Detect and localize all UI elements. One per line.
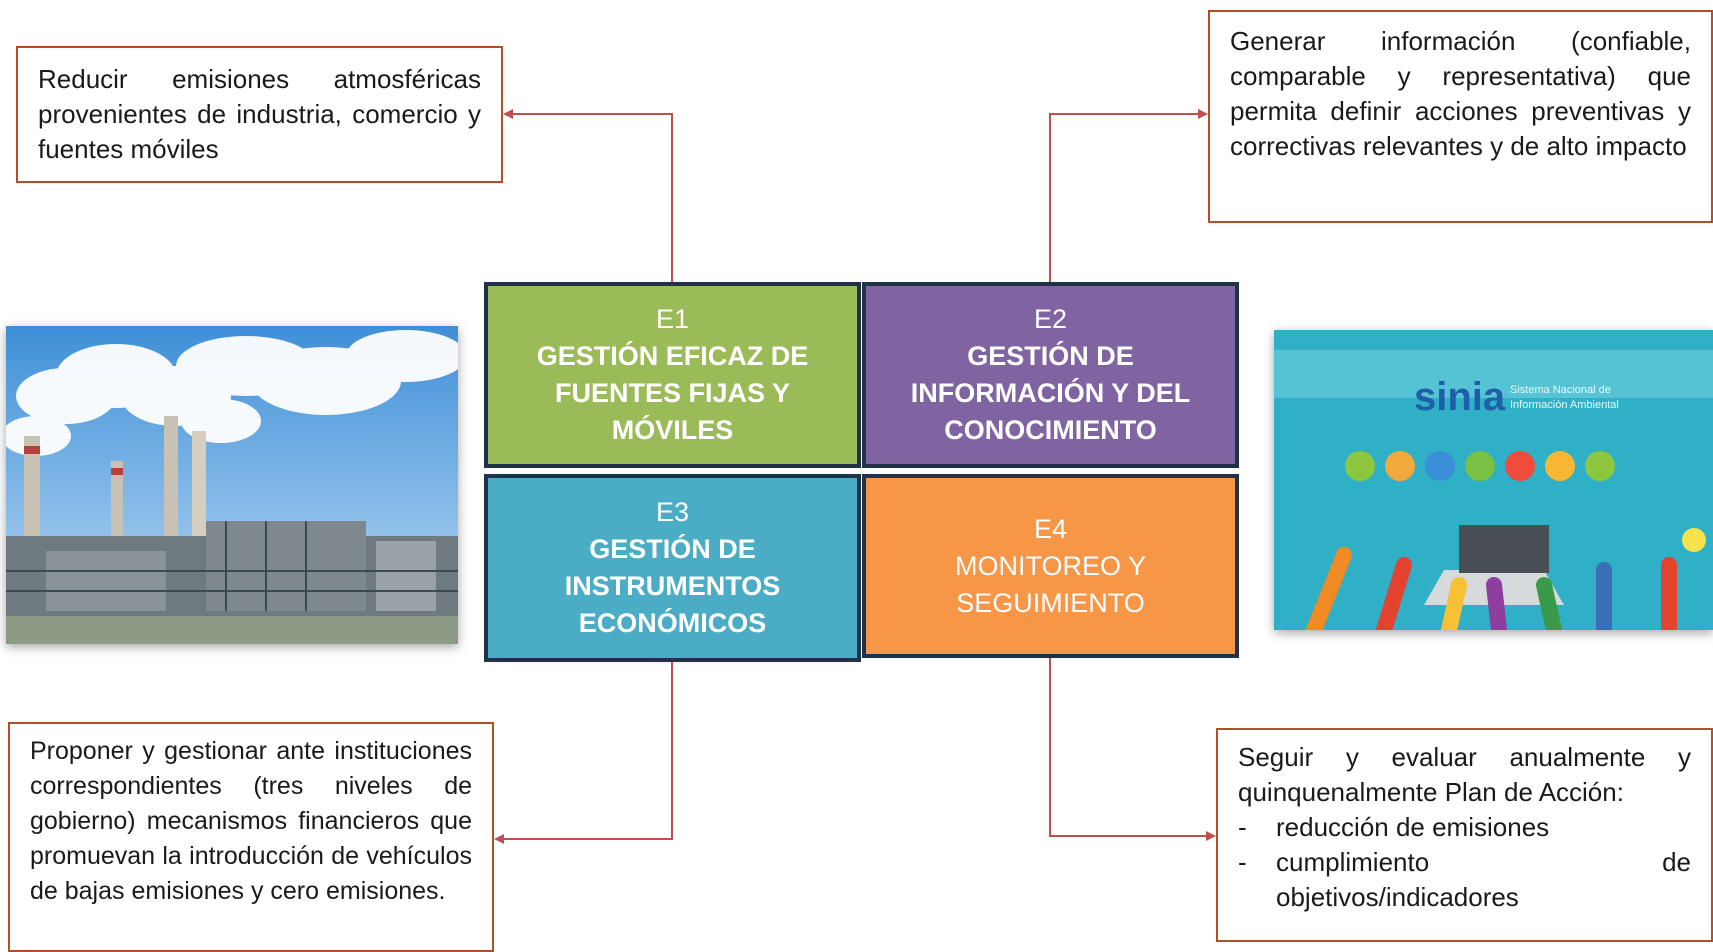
sinia-image: sinia Sistema Nacional de Información Am… xyxy=(1274,330,1713,630)
sinia-tagline-1: Sistema Nacional de xyxy=(1510,384,1611,396)
note-e4-intro: Seguir y evaluar anualmente y quinquenal… xyxy=(1238,742,1691,807)
quadrant-e3-code: E3 xyxy=(655,497,690,527)
quadrant-e2-title: GESTIÓN DE INFORMACIÓN Y DEL CONOCIMIENT… xyxy=(910,341,1191,445)
note-e2-text: Generar información (confiable, comparab… xyxy=(1230,26,1691,161)
note-e4-list: reducción de emisiones cumplimiento de o… xyxy=(1238,810,1691,915)
quadrant-e4-title: MONITOREO Y SEGUIMIENTO xyxy=(954,550,1147,618)
quadrant-e4-code: E4 xyxy=(1033,513,1068,544)
quadrant-e2: E2 GESTIÓN DE INFORMACIÓN Y DEL CONOCIMI… xyxy=(862,282,1239,468)
quadrant-e4: E4 MONITOREO Y SEGUIMIENTO xyxy=(862,474,1239,658)
arrow-e3 xyxy=(494,662,673,844)
quadrant-e2-code: E2 xyxy=(1033,304,1068,334)
quadrant-e1-title: GESTIÓN EFICAZ DE FUENTES FIJAS Y MÓVILE… xyxy=(536,341,809,445)
quadrant-e1: E1 GESTIÓN EFICAZ DE FUENTES FIJAS Y MÓV… xyxy=(484,282,861,468)
factory-photo xyxy=(6,326,458,644)
note-e3: Proponer y gestionar ante instituciones … xyxy=(8,722,494,952)
sinia-icons xyxy=(1345,451,1615,481)
arrow-e2 xyxy=(1049,109,1208,282)
arrow-e1 xyxy=(503,109,673,282)
sinia-logo: sinia xyxy=(1414,375,1506,419)
note-e3-text: Proponer y gestionar ante instituciones … xyxy=(30,737,472,905)
note-e4-item: reducción de emisiones xyxy=(1238,810,1691,845)
note-e4: Seguir y evaluar anualmente y quinquenal… xyxy=(1216,728,1713,942)
quadrant-e3: E3 GESTIÓN DE INSTRUMENTOS ECONÓMICOS xyxy=(484,474,861,662)
note-e4-item: cumplimiento de objetivos/indicadores xyxy=(1238,845,1691,915)
note-e2: Generar información (confiable, comparab… xyxy=(1208,10,1713,223)
quadrant-e3-title: GESTIÓN DE INSTRUMENTOS ECONÓMICOS xyxy=(564,534,781,638)
note-e1: Reducir emisiones atmosféricas provenien… xyxy=(16,46,503,183)
note-e1-text: Reducir emisiones atmosféricas provenien… xyxy=(38,64,481,164)
quadrant-e1-code: E1 xyxy=(655,304,690,334)
arrow-e4 xyxy=(1049,658,1216,841)
sinia-tagline-2: Información Ambiental xyxy=(1510,399,1619,411)
